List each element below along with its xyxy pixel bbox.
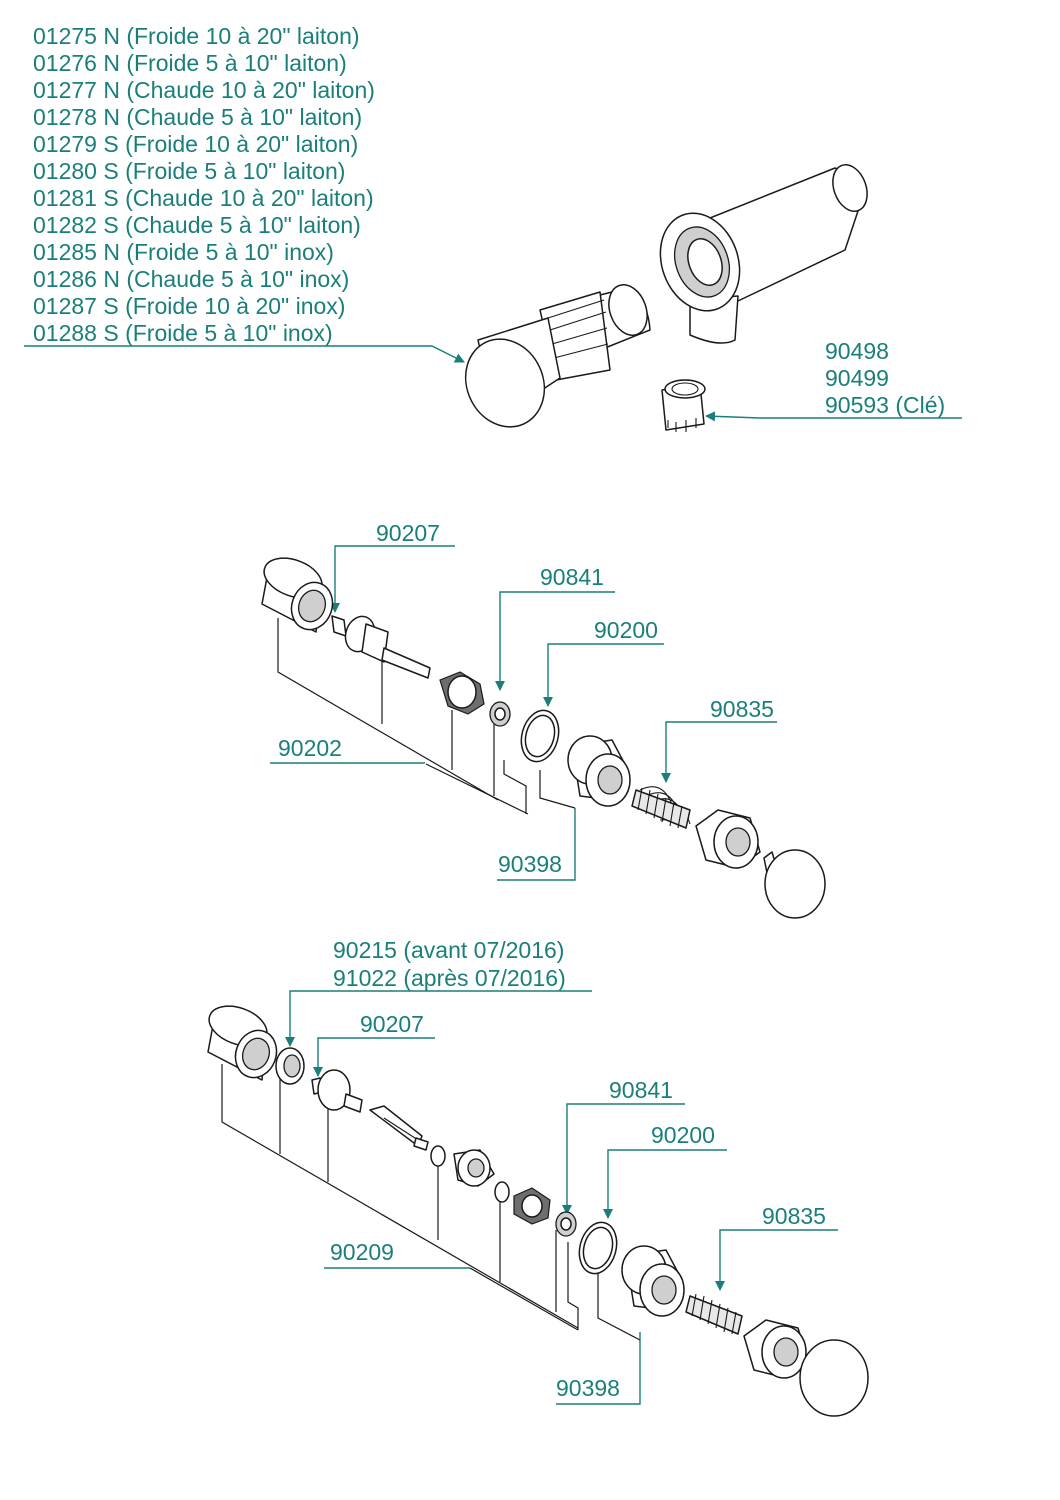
label-90841: 90841 — [540, 564, 604, 590]
adapter-ring-drawing — [275, 1047, 305, 1085]
model-line: 01277 N (Chaude 10 à 20" laiton) — [33, 77, 375, 103]
spindle-drawing — [369, 1105, 429, 1151]
leader-90835 — [661, 721, 777, 783]
end-cap-drawing — [763, 849, 826, 919]
label-90398: 90398 — [556, 1375, 620, 1401]
cartridge-assembly-drawing — [464, 284, 651, 428]
section-2: 90215 (avant 07/2016) 91022 (après 07/20… — [207, 937, 869, 1417]
nut-drawing — [695, 809, 761, 869]
model-line: 01279 S (Froide 10 à 20" laiton) — [33, 131, 358, 157]
spring-drawing — [685, 1293, 743, 1335]
part-number-label: 90499 — [825, 365, 889, 391]
nut-key-drawing — [661, 379, 706, 432]
label-90207: 90207 — [360, 1011, 424, 1037]
small-o-ring-drawing — [430, 1145, 446, 1167]
model-line: 01278 N (Chaude 5 à 10" laiton) — [33, 104, 362, 130]
label-90209: 90209 — [330, 1239, 394, 1265]
model-line: 01276 N (Froide 5 à 10" laiton) — [33, 50, 347, 76]
model-line: 01281 S (Chaude 10 à 20" laiton) — [33, 185, 374, 211]
label-90398: 90398 — [498, 851, 562, 877]
star-washer-drawing — [439, 671, 485, 715]
top-right-list: 90498 90499 90593 (Clé) — [825, 338, 945, 418]
model-list-leader — [24, 345, 465, 363]
nut-leader — [705, 411, 962, 422]
hex-body-drawing — [621, 1245, 685, 1317]
leader-90200 — [603, 1149, 727, 1219]
star-washer-drawing — [513, 1187, 551, 1225]
small-o-ring-2-drawing — [494, 1181, 510, 1203]
o-ring-drawing — [520, 709, 560, 763]
model-line: 01280 S (Froide 5 à 10" laiton) — [33, 158, 345, 184]
kit-bracket-lines — [221, 1064, 641, 1341]
spindle-drawing — [331, 615, 431, 679]
part-number-label: 90593 (Clé) — [825, 392, 945, 418]
model-line: 01288 S (Froide 5 à 10" inox) — [33, 320, 333, 346]
spring-drawing — [631, 786, 691, 829]
bushing-drawing — [453, 1149, 495, 1187]
cap-drawing — [207, 1005, 278, 1081]
leader-90200 — [543, 643, 664, 707]
label-90202: 90202 — [278, 735, 342, 761]
kit-bracket-lines — [277, 618, 576, 815]
top-model-list: 01275 N (Froide 10 à 20" laiton) 01276 N… — [33, 23, 375, 346]
label-90200: 90200 — [651, 1122, 715, 1148]
label-90835: 90835 — [710, 696, 774, 722]
label-90200: 90200 — [594, 617, 658, 643]
model-line: 01282 S (Chaude 5 à 10" laiton) — [33, 212, 361, 238]
leader-90841 — [562, 1103, 685, 1215]
leader-90215 — [285, 990, 592, 1047]
end-cap-drawing — [799, 1339, 869, 1417]
spindle-head-drawing — [311, 1069, 363, 1113]
leader-90207 — [330, 545, 455, 613]
leader-90207 — [313, 1037, 435, 1077]
label-90215: 90215 (avant 07/2016) — [333, 937, 564, 963]
model-line: 01286 N (Chaude 5 à 10" inox) — [33, 266, 349, 292]
leader-90835 — [715, 1229, 838, 1291]
section-1: 90207 90841 90200 90835 90202 90398 — [261, 520, 826, 919]
label-90207: 90207 — [376, 520, 440, 546]
model-line: 01285 N (Froide 5 à 10" inox) — [33, 239, 334, 265]
model-line: 01287 S (Froide 10 à 20" inox) — [33, 293, 345, 319]
nut-drawing — [743, 1319, 809, 1379]
leader-90398 — [556, 1332, 641, 1405]
model-line: 01275 N (Froide 10 à 20" laiton) — [33, 23, 360, 49]
cap-drawing — [261, 557, 334, 633]
washer-drawing — [489, 701, 511, 727]
valve-body-drawing — [659, 164, 868, 344]
label-90841: 90841 — [609, 1077, 673, 1103]
hex-body-drawing — [567, 735, 631, 807]
o-ring-drawing — [578, 1221, 618, 1275]
leader-90841 — [495, 591, 615, 691]
label-90835: 90835 — [762, 1203, 826, 1229]
part-number-label: 90498 — [825, 338, 889, 364]
leader-90398 — [497, 808, 576, 881]
washer-drawing — [555, 1211, 577, 1237]
label-91022: 91022 (après 07/2016) — [333, 965, 566, 991]
